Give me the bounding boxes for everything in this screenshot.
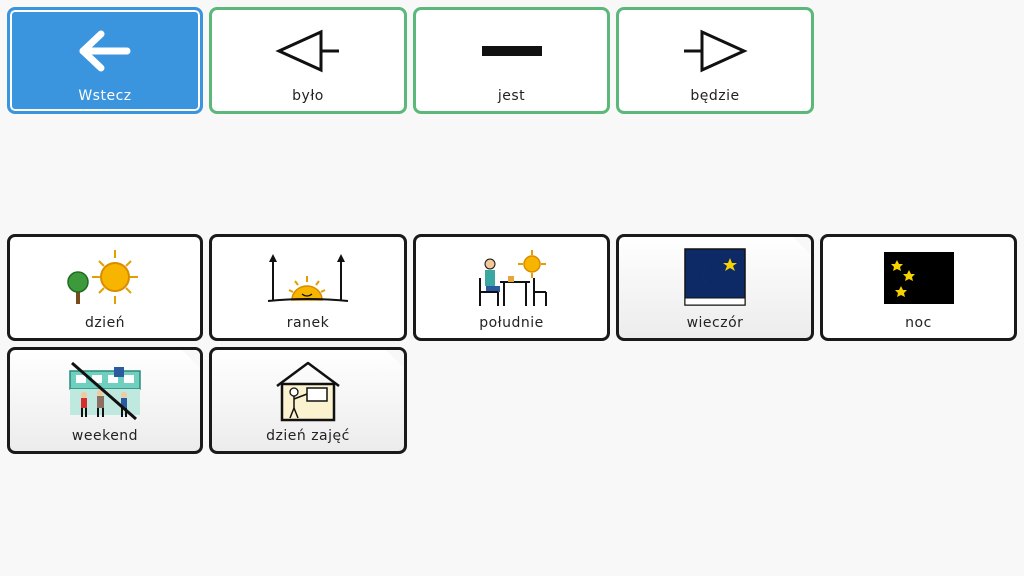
noon-lunch-icon <box>416 247 607 309</box>
sunrise-icon <box>212 247 404 309</box>
tile-weekend[interactable]: weekend <box>7 347 203 454</box>
tile-evening-label: wieczór <box>686 315 744 331</box>
weekend-icon <box>10 360 200 422</box>
future-tense-button[interactable]: będzie <box>616 7 814 114</box>
tile-night-label: noc <box>905 315 932 331</box>
day-sun-tree-icon <box>10 247 200 309</box>
folder-corner-icon <box>179 350 200 371</box>
folder-corner-icon <box>383 350 404 371</box>
evening-moon-icon <box>619 247 811 309</box>
past-tense-arrow-icon <box>212 20 404 82</box>
night-moon-stars-icon <box>823 247 1014 309</box>
tile-day-label: dzień <box>84 315 126 331</box>
present-tense-bar-icon <box>416 20 607 82</box>
tile-day[interactable]: dzień <box>7 234 203 341</box>
folder-corner-icon <box>790 237 811 258</box>
tile-noon-label: południe <box>479 315 544 331</box>
tile-night[interactable]: noc <box>820 234 1017 341</box>
back-button[interactable]: Wstecz <box>7 7 203 114</box>
arrow-left-icon <box>10 20 200 82</box>
future-tense-arrow-icon <box>619 20 811 82</box>
school-day-icon <box>212 360 404 422</box>
tile-noon[interactable]: południe <box>413 234 610 341</box>
tile-morning-label: ranek <box>286 315 330 331</box>
present-tense-label: jest <box>497 88 526 104</box>
past-tense-button[interactable]: było <box>209 7 407 114</box>
back-label: Wstecz <box>78 88 132 104</box>
tile-school-day[interactable]: dzień zajęć <box>209 347 407 454</box>
past-tense-label: było <box>292 88 324 104</box>
present-tense-button[interactable]: jest <box>413 7 610 114</box>
tile-weekend-label: weekend <box>71 428 139 444</box>
future-tense-label: będzie <box>690 88 740 104</box>
tile-school-day-label: dzień zajęć <box>266 428 350 444</box>
tile-morning[interactable]: ranek <box>209 234 407 341</box>
tile-evening[interactable]: wieczór <box>616 234 814 341</box>
